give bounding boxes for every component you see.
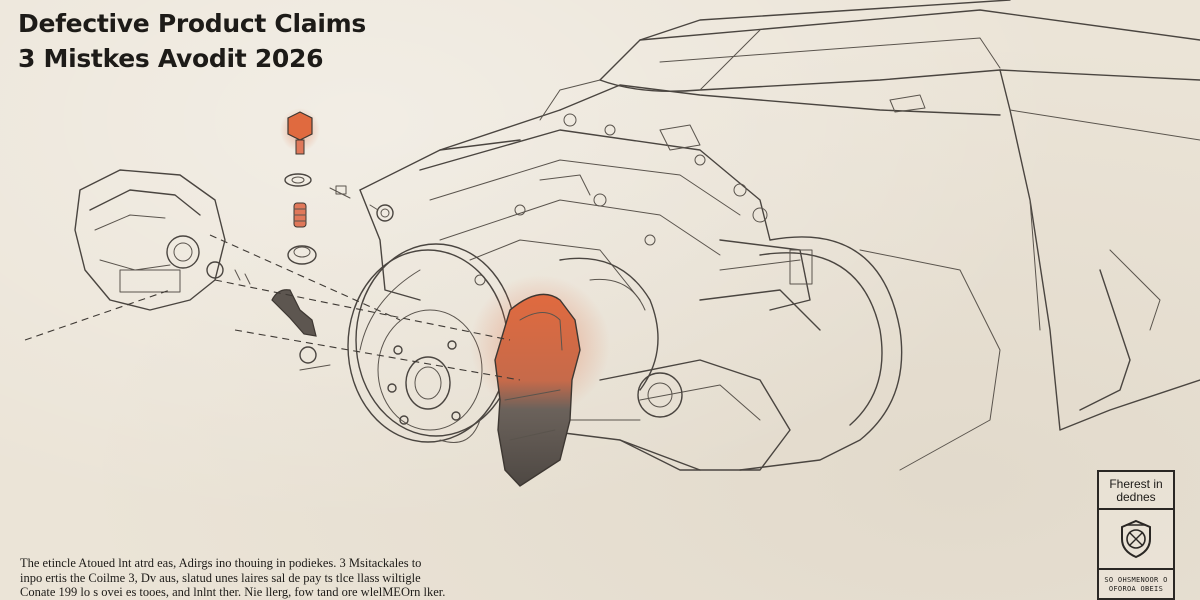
caption-line-2: inpo ertis the Coilme 3, Dv aus, slatud … <box>20 570 421 585</box>
page-title: Defective Product Claims <box>18 9 366 38</box>
washer-icon <box>284 173 317 265</box>
explode-guide-lines <box>24 234 521 381</box>
stamp-bottom-text: SO OHSMENOOR O OFOROA OBEIS <box>1104 576 1168 593</box>
title-block: Defective Product Claims 3 Mistkes Avodi… <box>18 6 366 76</box>
car-body-sketch <box>359 0 1200 471</box>
caliper-housing-sketch <box>74 169 251 311</box>
inspection-stamp: Fherest in dednes SO OHSMENOOR O OFOROA … <box>1097 470 1175 600</box>
caption-line-1: The etincle Atoued lnt atrd eas, Adirgs … <box>20 556 422 570</box>
shield-check-icon <box>1121 519 1151 559</box>
bracket-icon <box>271 204 394 371</box>
stamp-top-text: Fherest in dednes <box>1099 472 1173 510</box>
spring-icon <box>293 185 351 228</box>
caption-line-3: Conate 199 lo s ovei es tooes, and lnlnt… <box>20 585 446 599</box>
page-subtitle: 3 Mistkes Avodit 2026 <box>18 44 324 73</box>
caption: The etincle Atoued lnt atrd eas, Adirgs … <box>20 556 540 600</box>
inspection-shield-icon <box>1099 510 1173 570</box>
brake-caliper-icon <box>470 275 610 487</box>
bolt-icon <box>280 108 320 155</box>
